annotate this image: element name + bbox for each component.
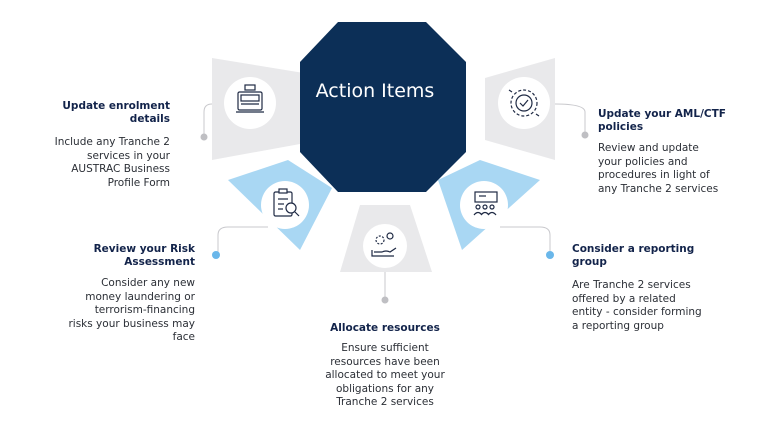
item-title-risk: Review your Risk Assessment: [93, 243, 195, 268]
item-body-allocate: Ensure sufficient resources have been al…: [325, 342, 445, 408]
dot-enrolment: [200, 133, 208, 141]
connector-risk: [217, 226, 268, 255]
center-octagon: [300, 22, 466, 192]
clipboard-magnifier-icon: [273, 188, 300, 217]
dot-allocate: [381, 296, 389, 304]
gear-check-icon: [508, 89, 540, 117]
item-body-risk: Consider any new money laundering or ter…: [68, 277, 195, 343]
item-title-allocate: Allocate resources: [330, 322, 440, 334]
item-body-enrolment: Include any Tranche 2 services in your A…: [54, 136, 170, 189]
presentation-group-icon: [473, 191, 498, 216]
item-title-reporting: Consider a reporting group: [572, 243, 695, 268]
item-title-enrolment: Update enrolment details: [62, 100, 170, 125]
dot-policies: [581, 131, 589, 139]
icon-circle-policies: [498, 77, 550, 129]
icon-circle-risk: [261, 181, 309, 229]
center-title: Action Items: [315, 80, 435, 102]
item-title-policies: Update your AML/CTF policies: [598, 108, 726, 133]
dot-reporting: [546, 251, 554, 259]
hand-gears-icon: [371, 232, 397, 257]
icon-circle-enrolment: [224, 77, 276, 129]
item-body-reporting: Are Tranche 2 services offered by a rela…: [572, 279, 702, 332]
icon-circle-allocate: [363, 224, 407, 268]
connector-reporting: [500, 226, 551, 255]
item-body-policies: Review and update your policies and proc…: [598, 142, 719, 195]
connector-enrolment: [203, 103, 213, 136]
dot-risk: [212, 251, 220, 259]
apply-form-icon: [236, 84, 264, 113]
connector-policies: [554, 103, 586, 134]
